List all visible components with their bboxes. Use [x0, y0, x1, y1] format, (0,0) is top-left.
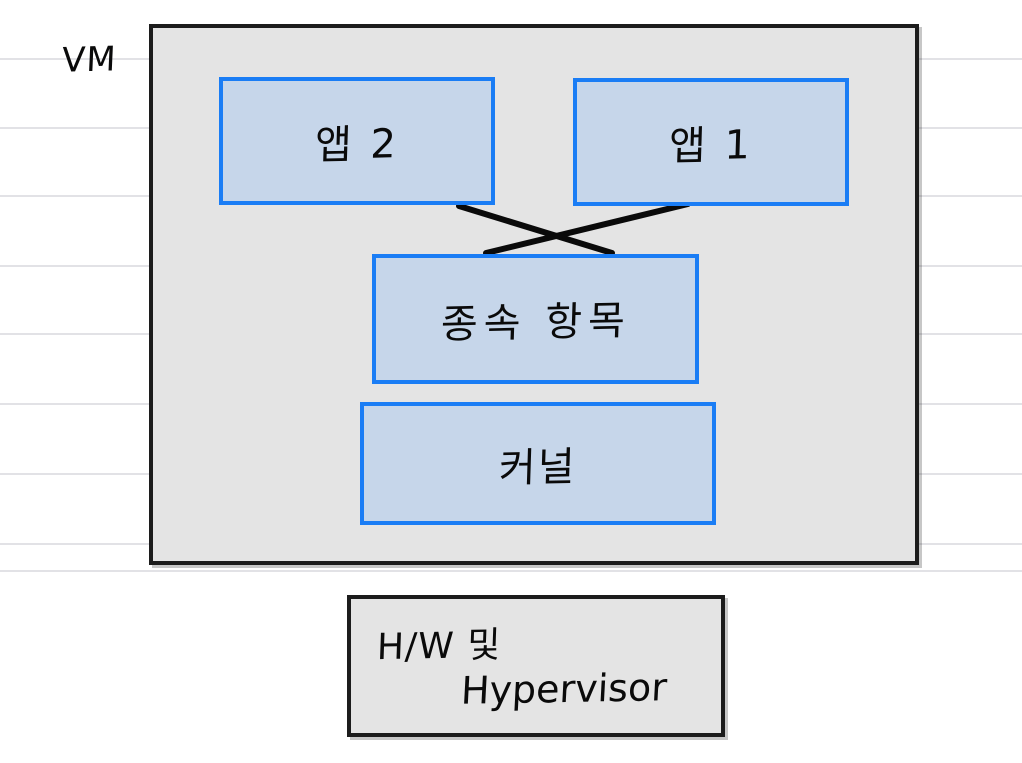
hardware-label-line2: Hypervisor [459, 665, 669, 713]
ruled-line [0, 570, 1022, 572]
component-box-kernel[interactable]: 커널 [360, 402, 716, 525]
component-box-app1[interactable]: 앱 1 [573, 78, 849, 206]
component-label-app2: 앱 2 [314, 121, 400, 169]
component-label-kernel: 커널 [498, 443, 578, 492]
component-label-dependencies: 종속 항목 [439, 297, 632, 349]
vm-label: VM [61, 39, 118, 81]
hardware-hypervisor-box[interactable]: H/W 및 Hypervisor [347, 595, 725, 737]
component-box-dependencies[interactable]: 종속 항목 [372, 254, 699, 384]
component-box-app2[interactable]: 앱 2 [219, 77, 495, 205]
hardware-label-line1: H/W 및 [376, 624, 502, 669]
component-label-app1: 앱 1 [668, 122, 754, 170]
